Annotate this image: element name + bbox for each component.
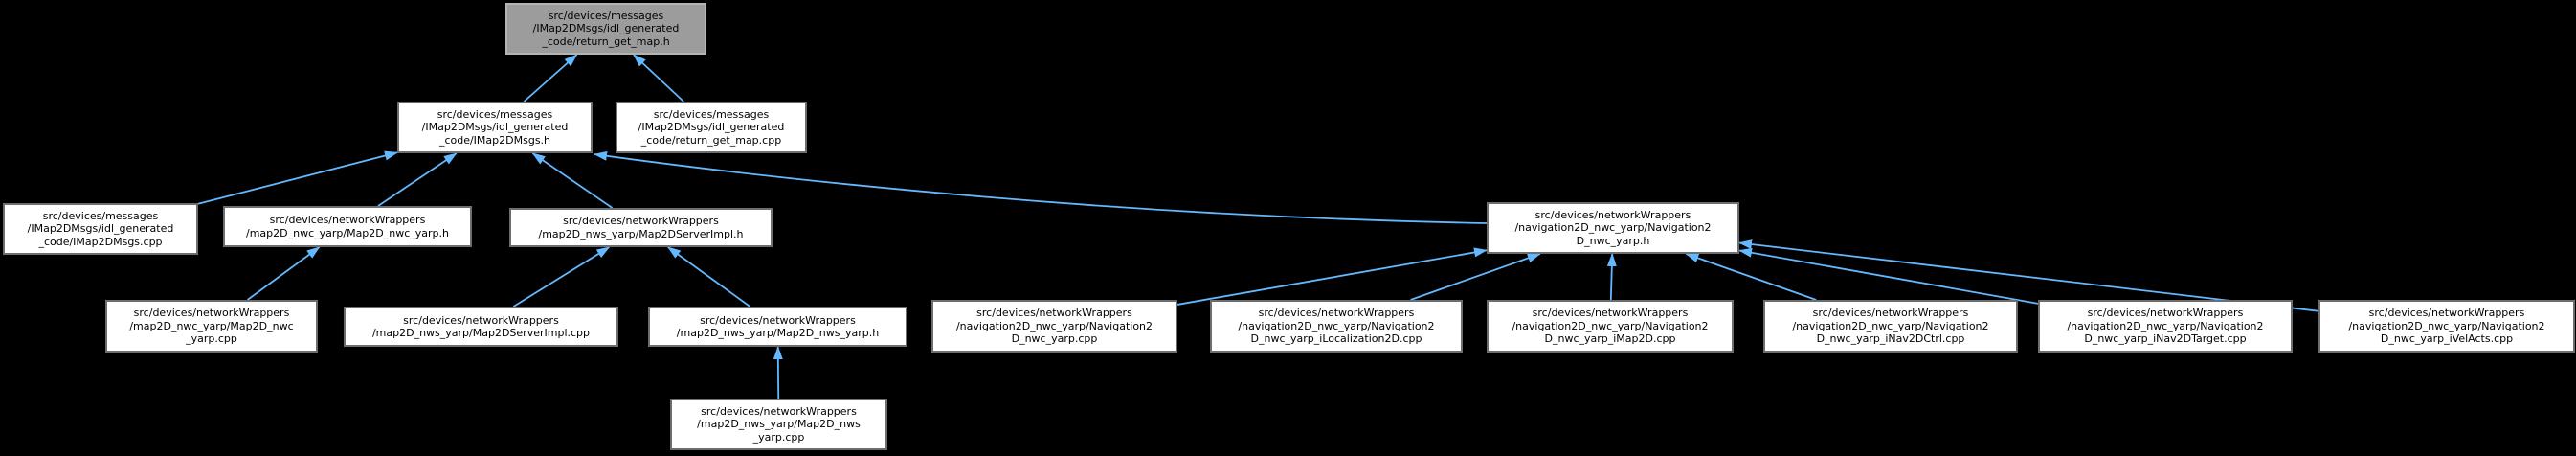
node-label-line: src/devices/networkWrappers	[133, 307, 290, 320]
node-label-line: _yarp.cpp	[186, 332, 237, 346]
node-label-line: src/devices/networkWrappers	[976, 307, 1132, 320]
node-label-line: /navigation2D_nwc_yarp/Navigation2	[1792, 319, 1989, 332]
graph-node-map2d-nws-yarp-h[interactable]: src/devices/networkWrappers/map2D_nws_ya…	[648, 307, 907, 347]
node-label-line: _code/return_get_map.h	[542, 34, 670, 48]
node-label-line: src/devices/networkWrappers	[700, 313, 856, 327]
node-label-line: /navigation2D_nwc_yarp/Navigation2	[1514, 221, 1712, 235]
include-edge-navigation2d-nwc-yarp-h--imap2dmsgs-h	[594, 150, 1488, 224]
node-label-line: /map2D_nws_yarp/Map2DServerImpl.h	[538, 227, 744, 240]
node-label-line: /IMap2DMsgs/idl_generated	[638, 121, 785, 134]
graph-node-imap2dmsgs-cpp[interactable]: src/devices/messages/IMap2DMsgs/idl_gene…	[3, 203, 198, 255]
node-label-line: src/devices/networkWrappers	[563, 215, 719, 228]
node-label-line: /map2D_nws_yarp/Map2DServerImpl.cpp	[371, 327, 591, 339]
node-label-line: src/devices/messages	[437, 107, 553, 121]
node-label-line: src/devices/messages	[653, 107, 770, 121]
node-label-line: src/devices/messages	[42, 209, 159, 222]
node-label-line: /IMap2DMsgs/idl_generated	[27, 222, 174, 236]
node-label-line: D_nwc_yarp_iMap2D.cpp	[1544, 332, 1676, 346]
include-edge-navigation2d-nwc-yarp-inav2dtarget-cpp--navigation2d-nwc-yarp-h	[1738, 247, 2039, 305]
node-label-line: _code/IMap2DMsgs.cpp	[38, 235, 163, 248]
include-edge-navigation2d-nwc-yarp-ilocalization2d-cpp--navigation2d-nwc-yarp-h	[1410, 253, 1541, 301]
include-edge-return-get-map-cpp--return-get-map-h	[633, 54, 684, 103]
node-label-line: src/devices/networkWrappers	[403, 313, 559, 327]
include-edge-map2d-nwc-yarp-cpp--map2d-nwc-yarp-h	[247, 246, 321, 301]
node-label-line: src/devices/networkWrappers	[2087, 307, 2244, 320]
node-label-line: /IMap2DMsgs/idl_generated	[532, 22, 680, 35]
graph-node-navigation2d-nwc-yarp-inav2dtarget-cpp[interactable]: src/devices/networkWrappers/navigation2D…	[2038, 300, 2293, 353]
node-label-line: _code/IMap2DMsgs.h	[438, 133, 551, 147]
graph-node-map2dserverimpl-h[interactable]: src/devices/networkWrappers/map2D_nws_ya…	[509, 208, 773, 247]
graph-node-navigation2d-nwc-yarp-ilocalization2d-cpp[interactable]: src/devices/networkWrappers/navigation2D…	[1210, 300, 1463, 353]
node-label-line: /map2D_nwc_yarp/Map2D_nwc	[129, 319, 294, 332]
graph-node-map2d-nws-yarp-cpp[interactable]: src/devices/networkWrappers/map2D_nws_ya…	[670, 399, 887, 450]
include-edge-map2d-nws-yarp-cpp--map2d-nws-yarp-h	[773, 346, 783, 399]
node-label-line: /navigation2D_nwc_yarp/Navigation2	[955, 319, 1154, 332]
include-edge-map2d-nwc-yarp-h--imap2dmsgs-h	[377, 152, 458, 207]
node-label-line: D_nwc_yarp_iLocalization2D.cpp	[1250, 332, 1422, 346]
node-label-line: src/devices/messages	[548, 9, 664, 22]
node-label-line: src/devices/networkWrappers	[1534, 208, 1691, 221]
node-label-line: src/devices/networkWrappers	[269, 214, 426, 227]
graph-node-map2d-nwc-yarp-h[interactable]: src/devices/networkWrappers/map2D_nwc_ya…	[223, 206, 472, 247]
graph-node-imap2dmsgs-h[interactable]: src/devices/messages/IMap2DMsgs/idl_gene…	[397, 102, 593, 153]
node-label-line: /navigation2D_nwc_yarp/Navigation2	[2067, 319, 2264, 332]
graph-node-map2d-nwc-yarp-cpp[interactable]: src/devices/networkWrappers/map2D_nwc_ya…	[105, 300, 318, 353]
include-edge-imap2dmsgs-cpp--imap2dmsgs-h	[197, 150, 398, 205]
graph-node-navigation2d-nwc-yarp-ivelacts-cpp[interactable]: src/devices/networkWrappers/navigation2D…	[2318, 300, 2575, 353]
graph-node-navigation2d-nwc-yarp-imap2d-cpp[interactable]: src/devices/networkWrappers/navigation2D…	[1487, 300, 1734, 353]
include-edge-map2dserverimpl-cpp--map2dserverimpl-h	[512, 246, 611, 308]
graph-node-navigation2d-nwc-yarp-h[interactable]: src/devices/networkWrappers/navigation2D…	[1487, 202, 1739, 254]
include-edge-navigation2d-nwc-yarp-inav2dctrl-cpp--navigation2d-nwc-yarp-h	[1685, 253, 1817, 301]
node-label-line: /map2D_nws_yarp/Map2D_nws_yarp.h	[676, 327, 880, 339]
node-label-line: /map2D_nws_yarp/Map2D_nws	[697, 418, 861, 431]
node-label-line: _yarp.cpp	[752, 430, 805, 444]
graph-node-return-get-map-h[interactable]: src/devices/messages/IMap2DMsgs/idl_gene…	[505, 3, 706, 55]
graph-node-map2dserverimpl-cpp[interactable]: src/devices/networkWrappers/map2D_nws_ya…	[344, 307, 618, 347]
include-edge-navigation2d-nwc-yarp-imap2d-cpp--navigation2d-nwc-yarp-h	[1606, 253, 1617, 301]
node-label-line: D_nwc_yarp_iNav2DCtrl.cpp	[1816, 332, 1965, 346]
node-label-line: /map2D_nwc_yarp/Map2D_nwc_yarp.h	[245, 226, 449, 239]
node-label-line: /navigation2D_nwc_yarp/Navigation2	[1512, 319, 1709, 332]
node-label-line: _code/return_get_map.cpp	[640, 133, 782, 147]
node-label-line: /navigation2D_nwc_yarp/Navigation2	[1238, 319, 1435, 332]
include-edge-map2d-nws-yarp-h--map2dserverimpl-h	[667, 246, 751, 308]
node-label-line: src/devices/networkWrappers	[701, 404, 857, 418]
include-edge-navigation2d-nwc-yarp-cpp--navigation2d-nwc-yarp-h	[1176, 247, 1488, 306]
include-edge-imap2dmsgs-h--return-get-map-h	[523, 54, 578, 103]
node-label-line: src/devices/networkWrappers	[2368, 307, 2525, 320]
graph-node-return-get-map-cpp[interactable]: src/devices/messages/IMap2DMsgs/idl_gene…	[616, 102, 807, 153]
node-label-line: D_nwc_yarp.cpp	[1011, 332, 1098, 346]
node-label-line: D_nwc_yarp_iNav2DTarget.cpp	[2084, 332, 2247, 346]
graph-node-navigation2d-nwc-yarp-cpp[interactable]: src/devices/networkWrappers/navigation2D…	[931, 300, 1177, 353]
node-label-line: src/devices/networkWrappers	[1812, 307, 1969, 320]
node-label-line: /IMap2DMsgs/idl_generated	[421, 121, 569, 134]
node-label-line: D_nwc_yarp_iVelActs.cpp	[2380, 332, 2514, 346]
node-label-line: /navigation2D_nwc_yarp/Navigation2	[2348, 319, 2545, 332]
include-edge-navigation2d-nwc-yarp-ivelacts-cpp--navigation2d-nwc-yarp-h	[1738, 239, 2319, 312]
graph-node-navigation2d-nwc-yarp-inav2dctrl-cpp[interactable]: src/devices/networkWrappers/navigation2D…	[1763, 300, 2018, 353]
node-label-line: D_nwc_yarp.h	[1576, 234, 1650, 247]
include-edge-map2dserverimpl-h--imap2dmsgs-h	[531, 152, 614, 209]
node-label-line: src/devices/networkWrappers	[1532, 307, 1689, 320]
node-label-line: src/devices/networkWrappers	[1258, 307, 1415, 320]
